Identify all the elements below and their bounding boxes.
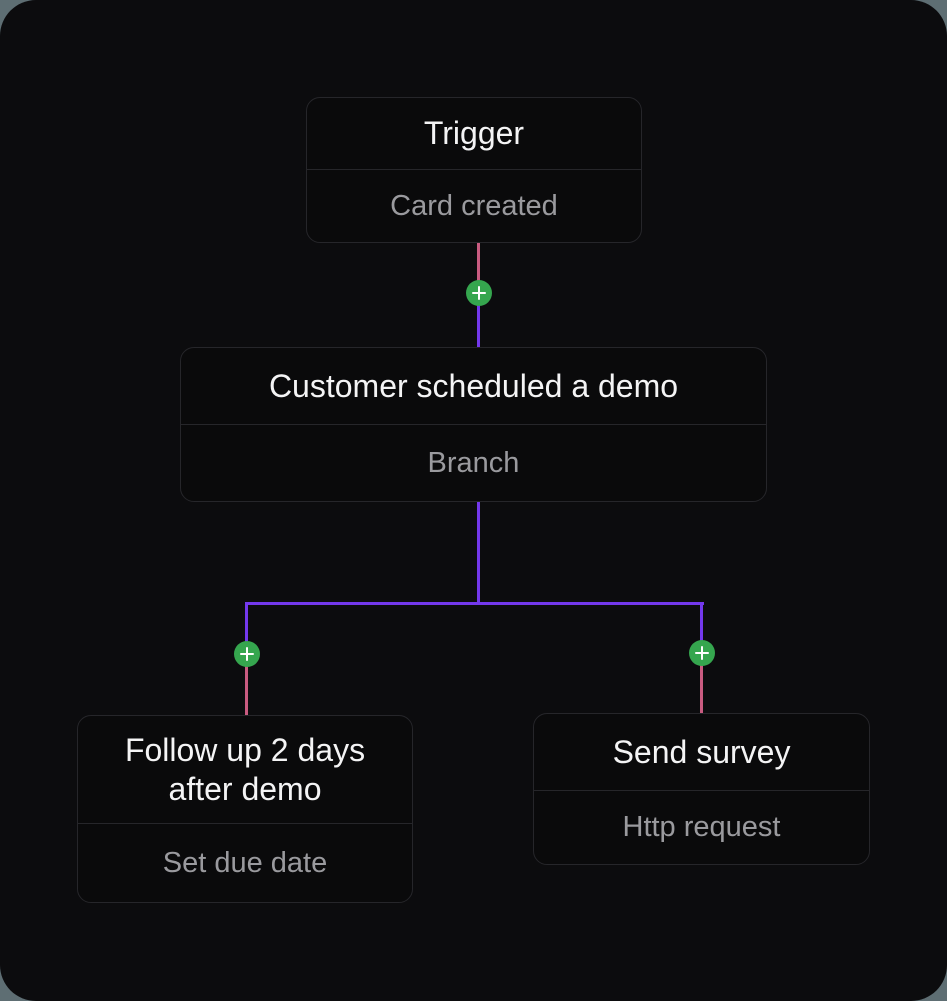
- node-send-survey-title: Send survey: [534, 714, 869, 791]
- connector-left-bottom: [245, 654, 248, 716]
- node-branch-subtitle: Branch: [427, 446, 520, 479]
- connector-right-bottom: [700, 653, 703, 714]
- connector-branch-stem: [477, 502, 480, 605]
- node-branch-title: Customer scheduled a demo: [181, 348, 766, 425]
- add-step-button-top[interactable]: [466, 280, 492, 306]
- node-trigger[interactable]: Trigger Card created: [306, 97, 642, 243]
- node-send-survey-subtitle: Http request: [622, 811, 781, 843]
- connector-trigger-bottom: [477, 293, 480, 348]
- add-step-button-right[interactable]: [689, 640, 715, 666]
- connector-right-top: [700, 602, 703, 653]
- connector-left-top: [245, 602, 248, 654]
- connector-branch-bar: [246, 602, 704, 605]
- add-step-button-left[interactable]: [234, 641, 260, 667]
- plus-icon: [234, 641, 260, 667]
- node-trigger-subtitle: Card created: [390, 189, 558, 222]
- node-trigger-title: Trigger: [307, 98, 641, 170]
- node-send-survey[interactable]: Send survey Http request: [533, 713, 870, 865]
- node-follow-up-subtitle: Set due date: [162, 846, 328, 879]
- node-follow-up-title: Follow up 2 days after demo: [78, 716, 412, 824]
- node-follow-up[interactable]: Follow up 2 days after demo Set due date: [77, 715, 413, 903]
- plus-icon: [689, 640, 715, 666]
- connector-trigger-top: [477, 243, 480, 293]
- plus-icon: [466, 280, 492, 306]
- node-branch[interactable]: Customer scheduled a demo Branch: [180, 347, 767, 502]
